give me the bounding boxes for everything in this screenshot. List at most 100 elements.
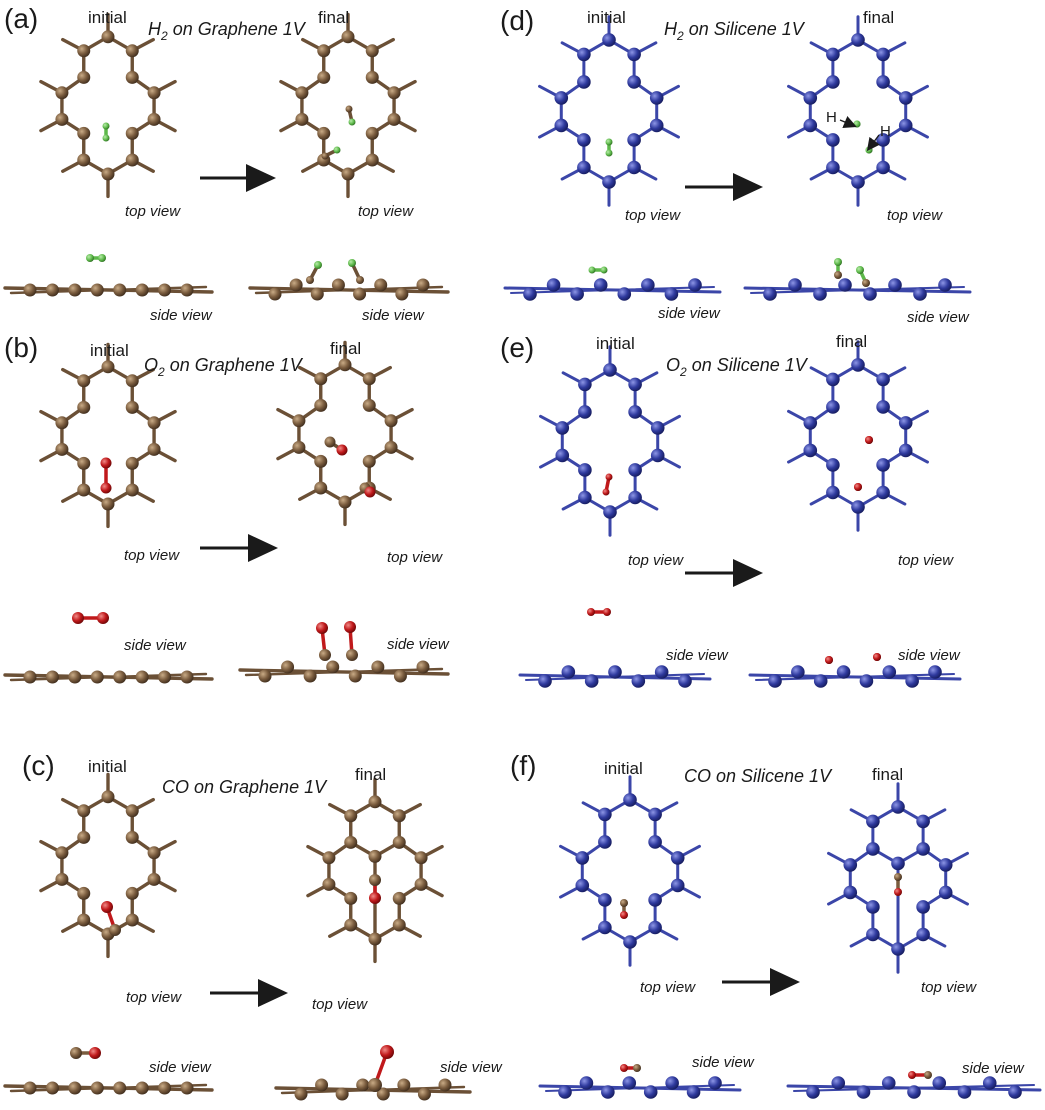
silicene-lattice-e-initial	[539, 345, 681, 537]
silicon-atom	[578, 490, 592, 505]
silicon-atom	[913, 287, 927, 301]
silicene-side-e-initial	[518, 665, 712, 688]
silicon-atom	[602, 33, 616, 47]
silicon-atom	[803, 91, 818, 105]
carbon-atom	[147, 416, 161, 430]
carbon-atom	[362, 398, 376, 412]
silicon-atom	[575, 878, 590, 893]
o2-molecule-b-side	[72, 612, 109, 624]
adsorbate-atom	[109, 924, 121, 936]
silicene-side-d-final	[743, 278, 972, 301]
arrow-e	[685, 559, 763, 587]
silicon-atom	[578, 463, 592, 477]
carbon-atom	[294, 1087, 308, 1101]
carbon-atom	[45, 670, 59, 684]
carbon-atom	[77, 830, 91, 844]
panel-a-top-view-initial: top view	[125, 203, 181, 220]
silicon-atom	[554, 91, 569, 105]
silicon-atom	[648, 807, 662, 822]
panel-c-title-molecule: CO	[162, 777, 189, 797]
carbon-atom	[125, 400, 139, 414]
carbon-atom	[371, 660, 385, 674]
panel-a-title-rest: on Graphene 1V	[168, 19, 307, 39]
silicon-atom	[898, 443, 913, 458]
adsorbate-atom	[70, 1047, 82, 1059]
panel-e-initial-label: initial	[596, 334, 635, 353]
bond	[9, 672, 208, 682]
silicon-atom	[670, 878, 685, 893]
silicon-atom	[938, 858, 953, 872]
adsorbate-atom	[908, 1071, 916, 1079]
carbon-atom	[365, 126, 379, 140]
carbon-atom	[125, 483, 139, 497]
silicon-atom	[938, 885, 953, 900]
adsorbate-atom	[102, 122, 110, 130]
adsorbate-atom	[369, 874, 381, 886]
silicon-atom	[627, 47, 641, 62]
graphene-lattice-c-final	[306, 777, 444, 964]
carbon-atom	[281, 660, 295, 674]
h-a-side-final-1	[306, 261, 322, 284]
arrow-a	[200, 164, 276, 192]
carbon-atom	[77, 456, 91, 470]
silicon-atom	[622, 1076, 637, 1090]
silicon-atom	[836, 665, 851, 679]
carbon-atom	[438, 1078, 452, 1092]
carbon-atom	[135, 1081, 149, 1095]
carbon-atom	[125, 153, 139, 167]
o-atom-c-final	[369, 874, 381, 904]
panel-b-initial-label: initial	[90, 341, 129, 360]
bond	[9, 1083, 208, 1093]
silicon-atom	[578, 377, 592, 392]
panel-c-initial-label: initial	[88, 757, 127, 776]
carbon-atom	[289, 278, 303, 292]
adsorbate-atom	[336, 444, 348, 456]
panel-a-title: H2 on Graphene 1V	[148, 19, 307, 43]
silicon-atom	[686, 1085, 701, 1099]
arrow-d	[685, 173, 763, 201]
adsorbate-atom	[348, 118, 356, 126]
carbon-atom	[77, 153, 91, 167]
silicon-atom	[648, 835, 662, 849]
adsorbate-atom	[345, 105, 353, 113]
adsorbate-atom	[894, 873, 902, 881]
h-a-side-final-2	[348, 259, 364, 284]
co-molecule-f-side	[620, 1064, 641, 1072]
bond	[9, 285, 208, 295]
carbon-atom	[368, 849, 382, 863]
carbon-atom	[397, 1078, 411, 1092]
silicon-atom	[627, 160, 641, 175]
silicon-atom	[856, 1085, 871, 1099]
carbon-atom	[147, 872, 161, 886]
silicon-atom	[898, 118, 913, 133]
o-atom-b-final-2	[359, 482, 376, 498]
silicon-atom	[916, 900, 930, 914]
silicon-atom	[866, 900, 880, 914]
silicon-atom	[546, 278, 561, 292]
silicon-atom	[664, 287, 679, 301]
panel-c-final-label: final	[355, 765, 386, 784]
silicon-atom	[628, 490, 642, 505]
molecular-structures	[3, 12, 1042, 1101]
silicon-atom	[826, 485, 840, 500]
carbon-atom	[23, 1081, 37, 1095]
adsorbate-atom	[333, 146, 341, 154]
silicon-atom	[866, 927, 880, 942]
carbon-atom	[55, 846, 69, 860]
panel-c-top-view-final: top view	[312, 996, 368, 1013]
silicon-atom	[654, 665, 669, 679]
silicon-atom	[598, 893, 612, 907]
carbon-atom	[113, 670, 127, 684]
carbon-atom	[125, 913, 139, 927]
carbon-atom	[101, 30, 115, 44]
carbon-atom	[158, 283, 172, 297]
silicon-atom	[577, 47, 591, 62]
silicon-atom	[826, 400, 840, 414]
carbon-atom	[77, 483, 91, 497]
carbon-atom	[314, 372, 328, 386]
o-e-side-final-1	[825, 656, 833, 664]
carbon-atom	[315, 1078, 329, 1092]
panel-a-side-view-initial: side view	[150, 307, 213, 324]
carbon-atom	[317, 44, 331, 58]
carbon-atom	[68, 670, 82, 684]
